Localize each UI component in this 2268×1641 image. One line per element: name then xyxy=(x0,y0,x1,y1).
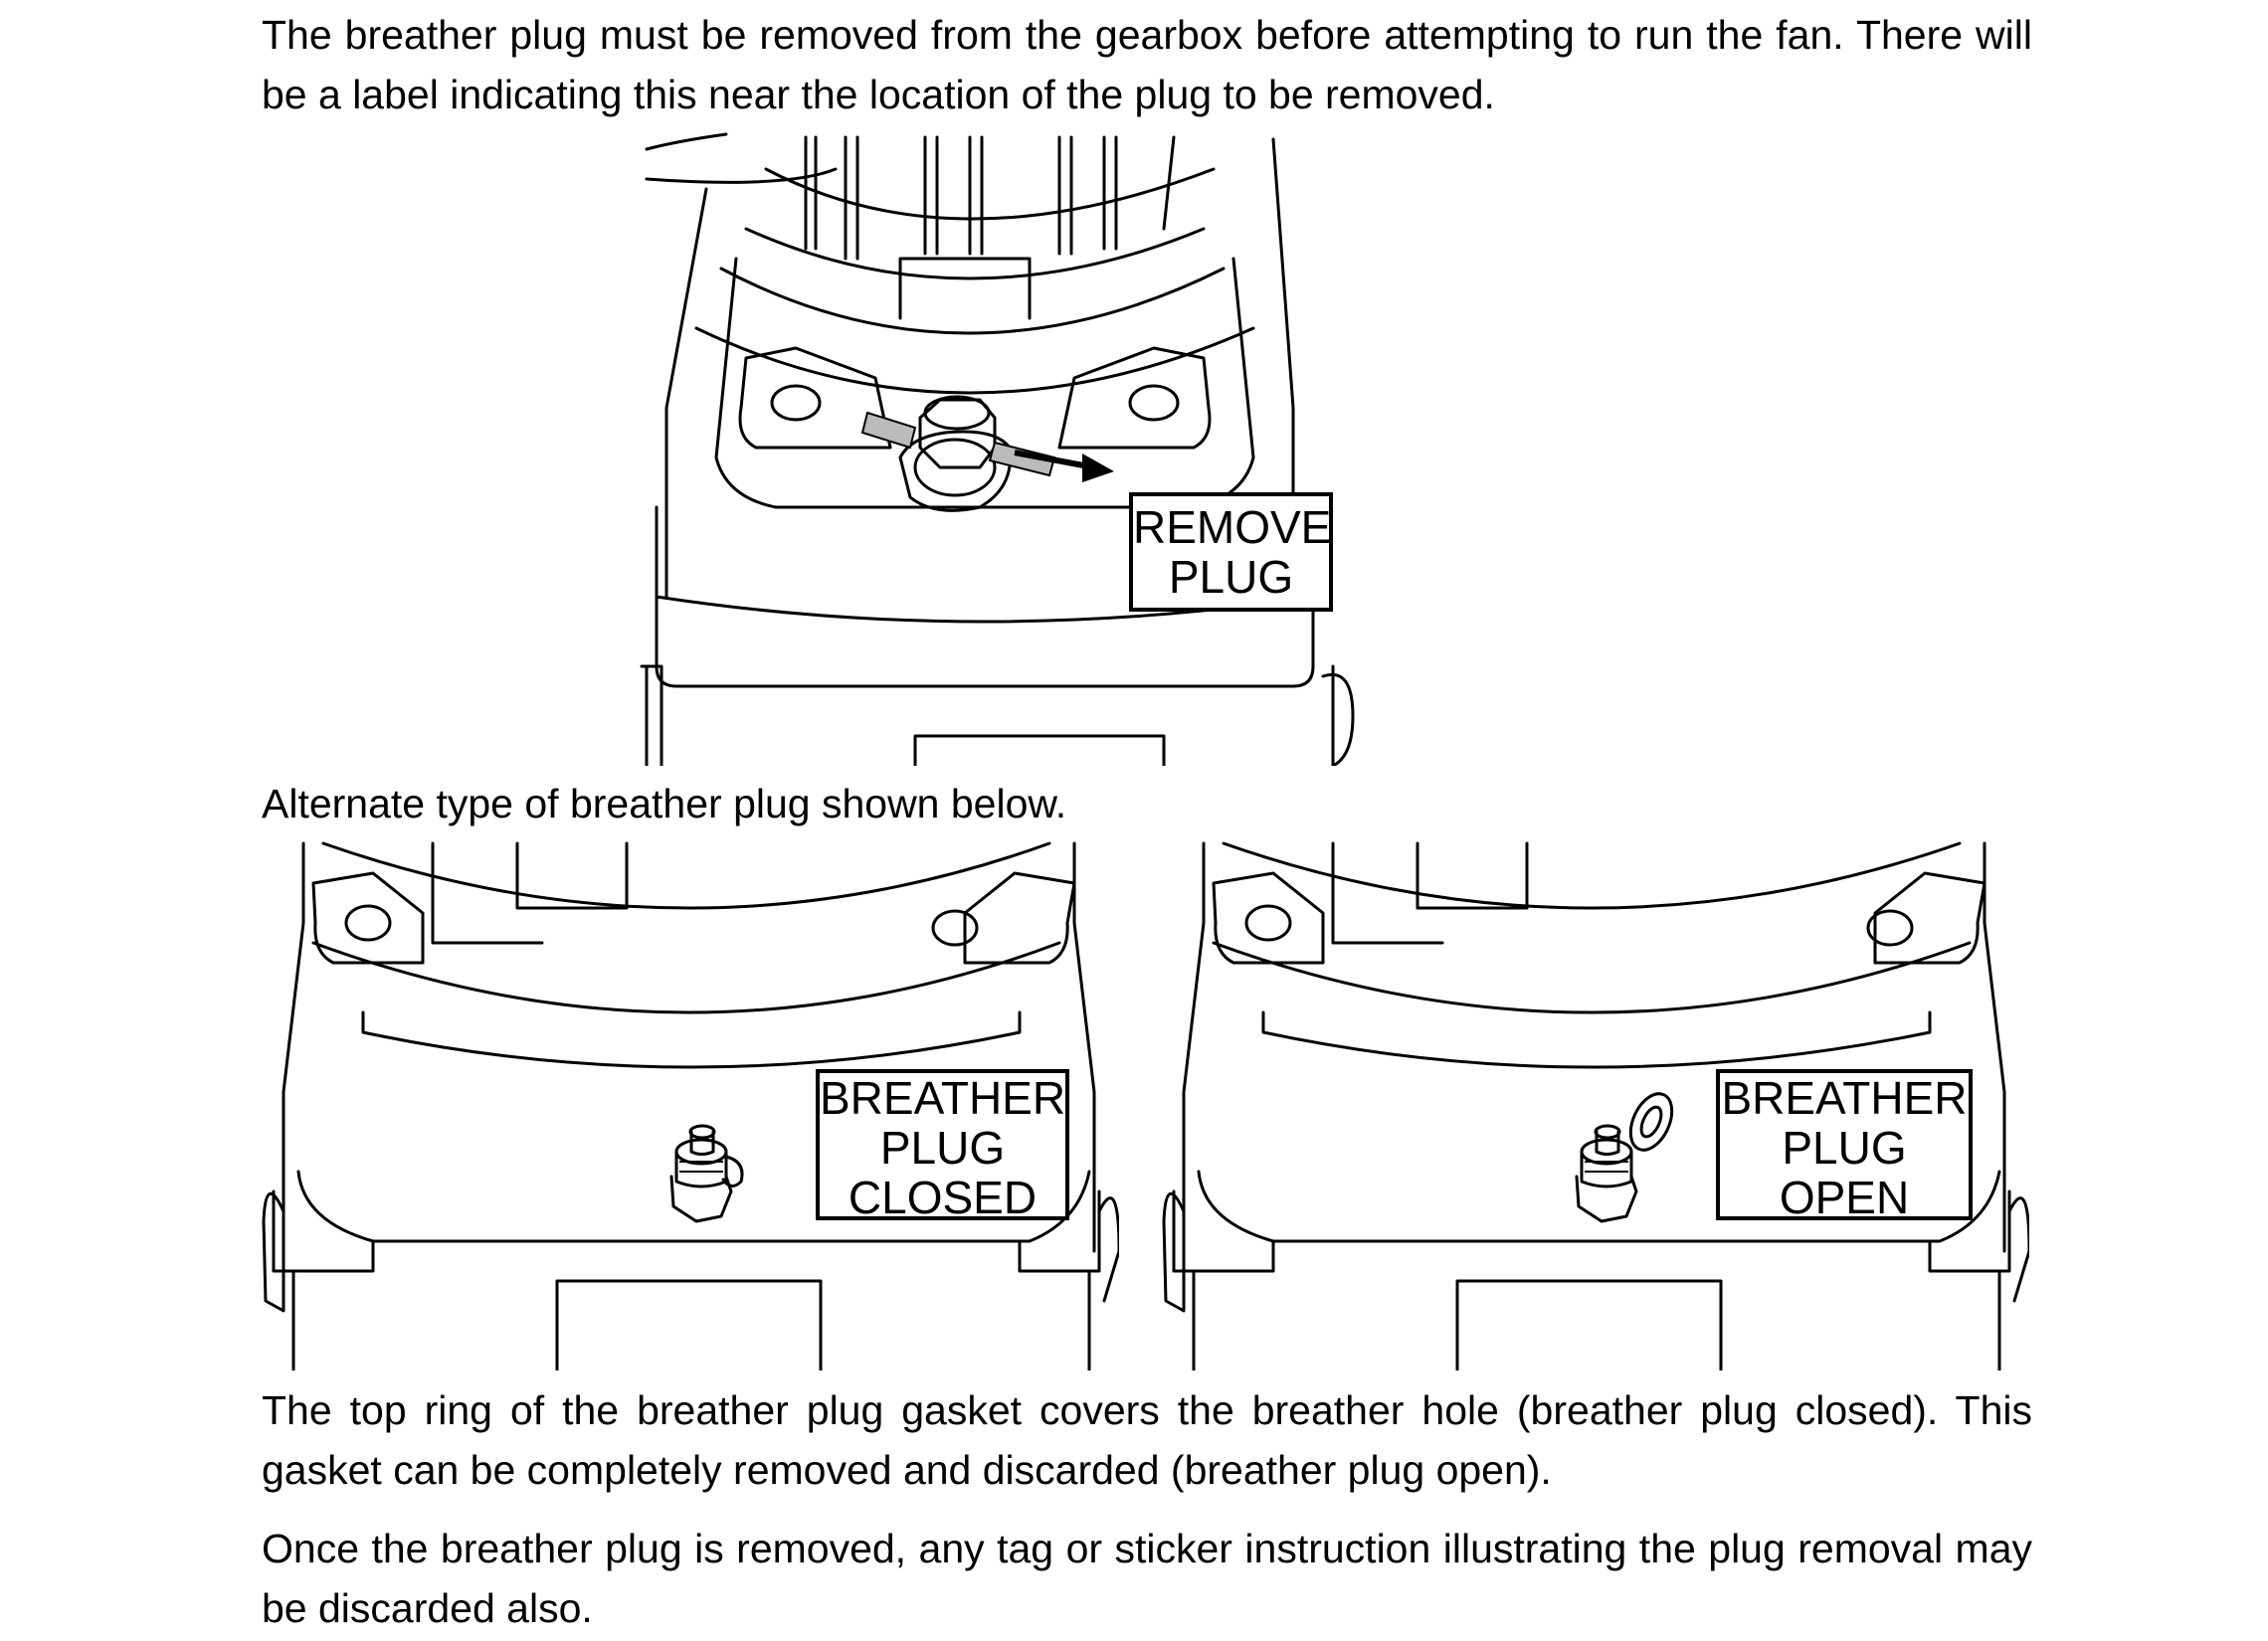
breather-plug-open-label: BREATHER PLUG OPEN xyxy=(1716,1069,1973,1223)
alternate-paragraph: Alternate type of breather plug shown be… xyxy=(262,781,1067,826)
breather-open-drawing xyxy=(1162,841,2029,1370)
remove-label-line-1: REMOVE xyxy=(1133,501,1332,553)
intro-paragraph: The breather plug must be removed from t… xyxy=(262,12,2032,117)
closed-label-line-3: CLOSED xyxy=(848,1172,1038,1223)
open-label-line-3: OPEN xyxy=(1779,1172,1910,1223)
closed-label-line-1: BREATHER xyxy=(820,1072,1066,1124)
remove-label-line-2: PLUG xyxy=(1168,551,1294,603)
breather-plug-open-illustration xyxy=(1154,833,2029,1370)
remove-plug-label: REMOVE PLUG xyxy=(1129,492,1333,612)
open-label-line-2: PLUG xyxy=(1782,1122,1907,1174)
gearbox-remove-plug-illustration xyxy=(637,129,1512,766)
gasket-paragraph: The top ring of the breather plug gasket… xyxy=(262,1387,2032,1493)
closed-label-line-2: PLUG xyxy=(879,1122,1006,1174)
breather-plug-closed-label: BREATHER PLUG CLOSED xyxy=(816,1069,1069,1223)
discard-paragraph: Once the breather plug is removed, any t… xyxy=(262,1526,2032,1631)
open-label-line-1: BREATHER xyxy=(1721,1072,1968,1124)
breather-plug-closed-illustration xyxy=(254,833,1119,1370)
breather-closed-drawing xyxy=(262,841,1119,1370)
gearbox-drawing xyxy=(640,132,1355,766)
